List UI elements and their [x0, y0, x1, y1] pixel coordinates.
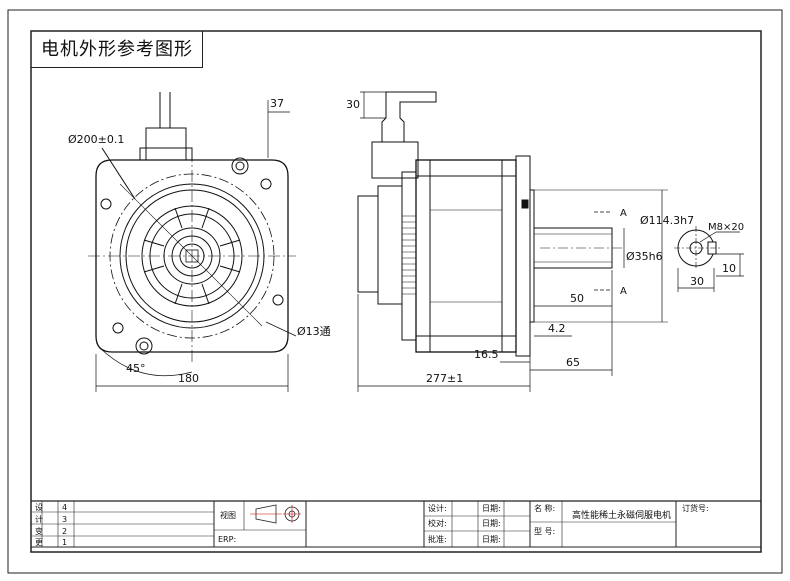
- revision-label: 设: [35, 502, 43, 512]
- connector-offset-label: 37: [270, 97, 284, 110]
- revision-label: 变: [35, 526, 43, 536]
- hole-label: Ø13通: [297, 325, 331, 338]
- side-view: [357, 91, 668, 392]
- flange-thickness-label: 4.2: [548, 322, 566, 335]
- erp-label: ERP:: [218, 535, 236, 544]
- drawing-title: 电机外形参考图形: [31, 31, 203, 68]
- product-name: 高性能稀土永磁伺服电机: [572, 509, 671, 521]
- check-date-label: 日期:: [482, 519, 501, 528]
- revision-label: 更: [35, 538, 43, 547]
- approve-date-label: 日期:: [482, 535, 501, 544]
- name-label: 名 称:: [534, 503, 555, 513]
- inner-border: [30, 30, 762, 553]
- revision-label: 计: [35, 514, 43, 524]
- key-depth-label: 10: [722, 262, 736, 275]
- front-view: [88, 92, 297, 392]
- key-width-label: 30: [690, 275, 704, 288]
- flange-diameter-label: Ø114.3h7: [640, 214, 694, 227]
- design-date-label: 日期:: [482, 504, 501, 513]
- model-label: 型 号:: [534, 527, 555, 536]
- total-length-label: 277±1: [426, 372, 463, 385]
- rear-offset-label: 16.5: [474, 348, 499, 361]
- approve-label: 批准:: [428, 534, 447, 544]
- width-label: 180: [178, 372, 199, 385]
- revision-table: 设 计 变 更 4 3 2 1: [35, 502, 67, 547]
- section-view: [674, 226, 744, 292]
- check-label: 校对:: [428, 518, 447, 528]
- angle-label: 45°: [126, 362, 146, 375]
- outer-border: [7, 9, 783, 574]
- bolt-circle-label: Ø200±0.1: [68, 133, 124, 146]
- thread-label: M8×20: [708, 222, 744, 233]
- section-mark-bottom: A: [620, 286, 627, 297]
- title-block: [31, 500, 761, 548]
- design-label: 设计:: [428, 503, 447, 513]
- shaft-diameter-label: Ø35h6: [626, 250, 663, 263]
- revision-number: 3: [62, 515, 67, 524]
- section-mark-top: A: [620, 208, 627, 219]
- revision-number: 4: [62, 503, 67, 512]
- revision-number: 2: [62, 527, 67, 536]
- key-length-label: 50: [570, 292, 584, 305]
- shaft-length-label: 65: [566, 356, 580, 369]
- revision-number: 1: [62, 538, 67, 547]
- order-label: 订货号:: [682, 503, 709, 513]
- view-label: 视图: [220, 510, 236, 520]
- connector-height-label: 30: [346, 98, 360, 111]
